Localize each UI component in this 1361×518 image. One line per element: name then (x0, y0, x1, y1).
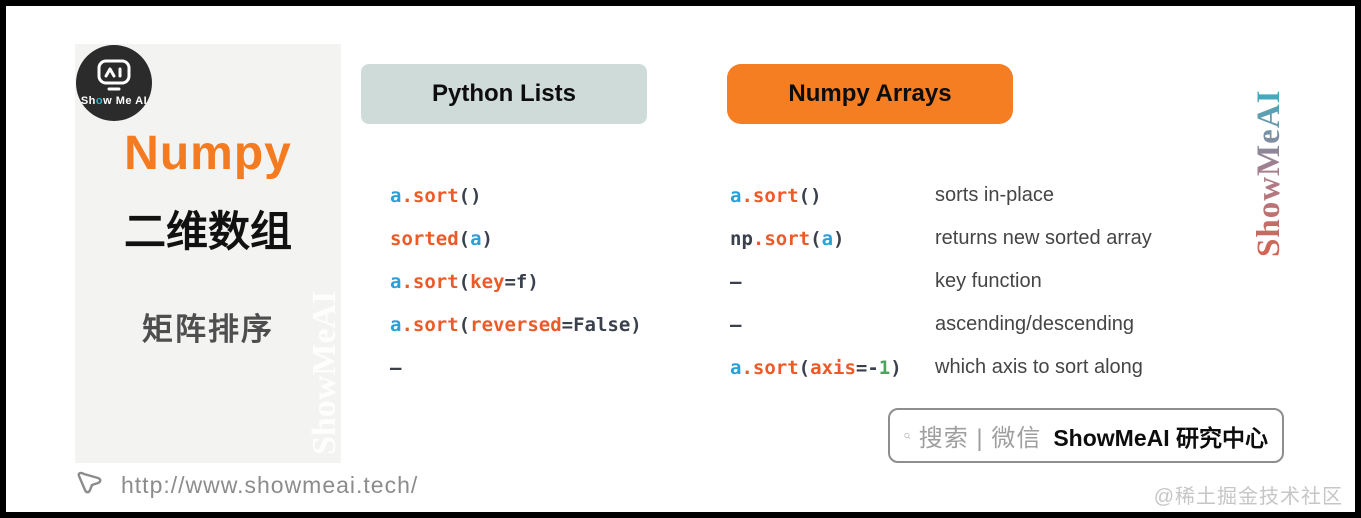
code-token-punct: ( (458, 227, 471, 250)
code-row: sorted(a) (390, 217, 690, 260)
watermark-text: ShowMeAI (306, 290, 343, 456)
code-token-punct: – (390, 356, 402, 379)
code-snippet: – (730, 314, 935, 336)
code-token-punct: ) (481, 227, 493, 250)
code-token-var: a (390, 270, 402, 293)
code-snippet: np.sort(a) (730, 228, 935, 250)
code-description: sorts in-place (935, 184, 1054, 206)
code-token-punct: ( (798, 356, 811, 379)
search-placeholder: 搜索 | 微信 (918, 425, 1042, 452)
community-credit: @稀土掘金技术社区 (1153, 486, 1343, 508)
code-token-func: sort (752, 184, 799, 207)
code-token-var: a (390, 184, 402, 207)
code-description: ascending/descending (935, 313, 1135, 335)
code-token-func: reversed (470, 313, 562, 336)
code-token-func: sort (764, 227, 811, 250)
code-token-var: a (821, 227, 834, 250)
code-row: – (390, 346, 690, 389)
code-token-punct: () (458, 184, 482, 207)
showmeai-logo: Show Me AI (76, 45, 152, 121)
code-token-punct: np (730, 227, 753, 250)
code-token-var: a (470, 227, 482, 250)
code-token-func: . (752, 227, 765, 250)
page-title: Numpy (124, 127, 292, 180)
code-token-var: a (730, 356, 742, 379)
code-token-punct: ( (458, 313, 471, 336)
code-token-punct: ) (833, 227, 845, 250)
code-token-func: . (401, 184, 413, 207)
code-row: a.sort() (390, 174, 690, 217)
code-token-punct: =- (855, 356, 879, 379)
code-row: a.sort()sorts in-place (730, 174, 1210, 217)
code-token-punct: () (798, 184, 822, 207)
code-token-punct: =f) (504, 270, 539, 293)
code-token-punct: ( (458, 270, 471, 293)
code-snippet: – (390, 357, 401, 379)
code-token-func: sorted (390, 227, 459, 250)
code-snippet: a.sort() (390, 185, 482, 207)
code-snippet: a.sort(key=f) (390, 271, 539, 293)
code-token-func: key (470, 270, 505, 293)
code-row: – key function (730, 260, 1210, 303)
logo-label: Show Me AI (80, 95, 148, 107)
code-row: – ascending/descending (730, 303, 1210, 346)
code-description: which axis to sort along (935, 356, 1143, 378)
code-token-punct: ( (810, 227, 822, 250)
code-snippet: a.sort(axis=-1) (730, 357, 935, 379)
code-token-func: . (401, 270, 413, 293)
robot-icon (97, 59, 131, 91)
search-icon (904, 432, 911, 439)
code-token-func: . (741, 356, 753, 379)
code-token-func: sort (412, 313, 459, 336)
python-lists-header: Python Lists (361, 64, 647, 124)
code-token-func: sort (412, 270, 459, 293)
code-token-num: 1 (878, 356, 891, 379)
website-url: http://www.showmeai.tech/ (121, 471, 419, 498)
code-row: a.sort(axis=-1)which axis to sort along (730, 346, 1210, 389)
code-token-var: a (390, 313, 402, 336)
code-row: np.sort(a)returns new sorted array (730, 217, 1210, 260)
vertical-brand-text: ShowMeAI (1251, 42, 1295, 304)
code-description: key function (935, 270, 1042, 292)
search-brand-label: ShowMeAI 研究中心 (1053, 424, 1268, 451)
code-description: returns new sorted array (935, 227, 1152, 249)
code-token-func: . (401, 313, 413, 336)
wechat-search-box[interactable]: 搜索 | 微信 ShowMeAI 研究中心 (888, 408, 1284, 463)
code-token-punct: ) (890, 356, 902, 379)
code-row: a.sort(key=f) (390, 260, 690, 303)
code-token-func: . (741, 184, 753, 207)
topic-title: 矩阵排序 (142, 312, 274, 347)
page-subtitle: 二维数组 (123, 208, 292, 255)
logo-o-dot: o (95, 95, 104, 107)
code-token-var: a (730, 184, 742, 207)
code-token-punct: =False) (561, 313, 642, 336)
code-token-func: axis (810, 356, 856, 379)
cursor-icon (77, 471, 102, 494)
code-snippet: – (730, 271, 935, 293)
website-link-row[interactable]: http://www.showmeai.tech/ (75, 468, 418, 502)
code-token-func: sort (412, 184, 459, 207)
numpy-arrays-header: Numpy Arrays (727, 64, 1013, 124)
code-token-func: sort (752, 356, 799, 379)
code-token-punct: – (730, 313, 742, 336)
code-snippet: a.sort(reversed=False) (390, 314, 642, 336)
code-snippet: a.sort() (730, 185, 935, 207)
code-row: a.sort(reversed=False) (390, 303, 690, 346)
code-token-punct: – (730, 270, 742, 293)
code-snippet: sorted(a) (390, 228, 493, 250)
python-code-column: a.sort()sorted(a)a.sort(key=f)a.sort(rev… (390, 174, 690, 389)
